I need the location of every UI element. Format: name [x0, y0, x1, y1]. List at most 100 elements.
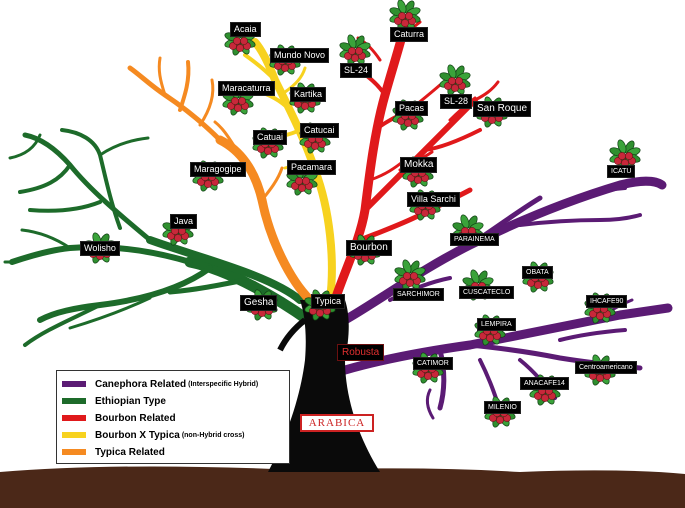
- branches-typica: [127, 56, 315, 305]
- cherry: [204, 180, 212, 188]
- arabica-banner: ARABICA: [300, 414, 374, 432]
- variety-label-villa-sarchi: Villa Sarchi: [407, 192, 460, 207]
- cherry: [451, 84, 459, 92]
- legend-label-typica: Typica Related: [95, 446, 165, 458]
- cherry: [236, 44, 244, 52]
- cherry: [424, 372, 432, 380]
- variety-label-parainema: PARAINEMA: [450, 233, 499, 246]
- variety-label-pacamara: Pacamara: [287, 160, 337, 175]
- cherry: [455, 77, 463, 85]
- cherry: [231, 97, 239, 105]
- variety-label-icatu: ICATU: [607, 165, 636, 178]
- cherry: [403, 272, 411, 280]
- cherry: [316, 309, 324, 317]
- variety-label-centroamericano: Centroamericano: [575, 361, 637, 374]
- cherry: [618, 152, 626, 160]
- cherry: [355, 47, 363, 55]
- leaf-cluster: [222, 84, 254, 116]
- legend-swatch-typica: [62, 449, 86, 455]
- variety-label-mokka: Mokka: [400, 157, 438, 173]
- cherry: [534, 281, 542, 289]
- cherry: [596, 374, 604, 382]
- legend-label-bourbon-typica: Bourbon X Typica: [95, 429, 180, 441]
- legend-swatch-canephora: [62, 381, 86, 387]
- cherry: [233, 37, 241, 45]
- cherry: [240, 37, 248, 45]
- variety-label-mundo-novo: Mundo Novo: [270, 48, 330, 63]
- variety-label-pacas: Pacas: [395, 101, 429, 116]
- legend: Canephora Related (Interspecific Hybrid)…: [56, 370, 290, 464]
- leaf-cluster: [389, 0, 421, 31]
- cherry: [448, 77, 456, 85]
- cherry: [398, 12, 406, 20]
- variety-label-lempira: LEMPIRA: [477, 318, 516, 331]
- cherry: [264, 147, 272, 155]
- variety-label-catucai: Catucai: [300, 123, 339, 138]
- robusta-label: Robusta: [337, 344, 385, 361]
- variety-label-maracaturra: Maracaturra: [218, 81, 275, 96]
- variety-label-milenio: MILENIO: [484, 401, 521, 414]
- ground: [0, 466, 685, 508]
- leaf-cluster: [609, 139, 641, 171]
- branches-ethiopian: [3, 128, 314, 347]
- variety-label-obata: OBATA: [522, 266, 553, 279]
- legend-swatch-bourbon-typica: [62, 432, 86, 438]
- variety-label-kartika: Kartika: [290, 87, 327, 102]
- cherry: [404, 119, 412, 127]
- cherry: [421, 209, 429, 217]
- legend-item-bourbon: Bourbon Related: [62, 411, 176, 425]
- cherry: [406, 279, 414, 287]
- legend-item-ethiopian: Ethiopian Type: [62, 394, 166, 408]
- variety-label-san-roque: San Roque: [473, 101, 532, 117]
- legend-sublabel-bourbon-typica: (non-Hybrid cross): [181, 431, 245, 439]
- variety-label-sl-28: SL-28: [440, 94, 473, 109]
- cherry: [496, 416, 504, 424]
- cherry: [488, 116, 496, 124]
- cherry: [401, 19, 409, 27]
- legend-swatch-ethiopian: [62, 398, 86, 404]
- variety-label-caturra: Caturra: [390, 27, 429, 42]
- variety-label-acaia: Acaia: [230, 22, 261, 37]
- cherry: [596, 312, 604, 320]
- cherry: [486, 334, 494, 342]
- cherry: [405, 12, 413, 20]
- cherry: [298, 184, 306, 192]
- cherry: [302, 177, 310, 185]
- variety-label-gesha: Gesha: [240, 295, 278, 311]
- legend-item-typica: Typica Related: [62, 445, 165, 459]
- cherry: [234, 104, 242, 112]
- variety-label-sarchimor: SARCHIMOR: [393, 288, 444, 301]
- leaf-cluster: [439, 64, 471, 96]
- legend-label-canephora: Canephora Related: [95, 378, 187, 390]
- cherry: [281, 64, 289, 72]
- legend-item-bourbon-typica: Bourbon X Typica (non-Hybrid cross): [62, 428, 244, 442]
- variety-label-typica: Typica: [311, 294, 346, 309]
- variety-label-wolisho: Wolisho: [80, 241, 120, 256]
- cherry: [301, 102, 309, 110]
- legend-label-bourbon: Bourbon Related: [95, 412, 176, 424]
- variety-label-ihcafe90: IHCAFE90: [586, 295, 628, 308]
- variety-label-maragogipe: Maragogipe: [190, 162, 246, 177]
- cherry: [174, 234, 182, 242]
- cherry: [311, 142, 319, 150]
- variety-label-catimor: CATIMOR: [413, 357, 453, 370]
- variety-label-bourbon: Bourbon: [346, 240, 392, 256]
- variety-label-java: Java: [170, 214, 198, 229]
- legend-item-canephora: Canephora Related (Interspecific Hybrid): [62, 377, 258, 391]
- legend-sublabel-canephora: (Interspecific Hybrid): [188, 380, 259, 388]
- cherry: [410, 272, 418, 280]
- variety-label-cuscateclo: CUSCATECLO: [459, 286, 515, 299]
- cherry: [295, 177, 303, 185]
- variety-label-anacafe14: ANACAFE14: [520, 377, 569, 390]
- leaf-cluster: [394, 259, 426, 291]
- variety-label-catuai: Catuai: [253, 130, 288, 145]
- cherry: [348, 47, 356, 55]
- legend-label-ethiopian: Ethiopian Type: [95, 395, 166, 407]
- cherry: [238, 97, 246, 105]
- cherry: [351, 54, 359, 62]
- cherry: [625, 152, 633, 160]
- legend-swatch-bourbon: [62, 415, 86, 421]
- leaf-cluster: [339, 34, 371, 66]
- cherry: [414, 176, 422, 184]
